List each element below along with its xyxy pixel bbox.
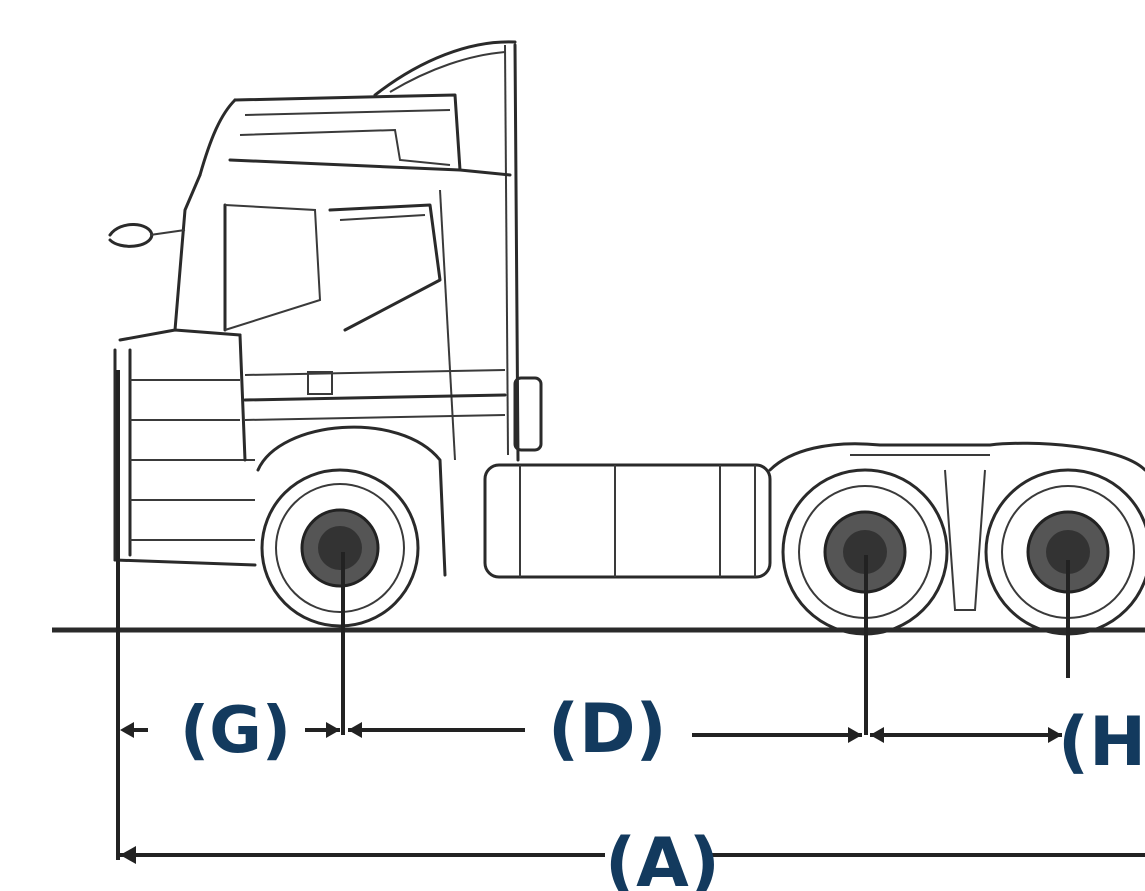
dim-g-line [120, 722, 340, 738]
cab [108, 40, 543, 567]
label-h: (H [1058, 703, 1145, 782]
dim-d-line [348, 722, 862, 743]
label-a: (A) [605, 824, 720, 891]
rear-axles [768, 441, 1145, 636]
dim-a-line [120, 846, 1145, 864]
fuel-tank [483, 463, 772, 579]
dim-h-line [870, 727, 1062, 743]
label-g: (G) [180, 694, 291, 768]
truck-drawing [108, 40, 1145, 636]
dimension-lines [116, 370, 1145, 864]
front-wheel [256, 425, 447, 628]
label-d: (D) [548, 690, 667, 769]
